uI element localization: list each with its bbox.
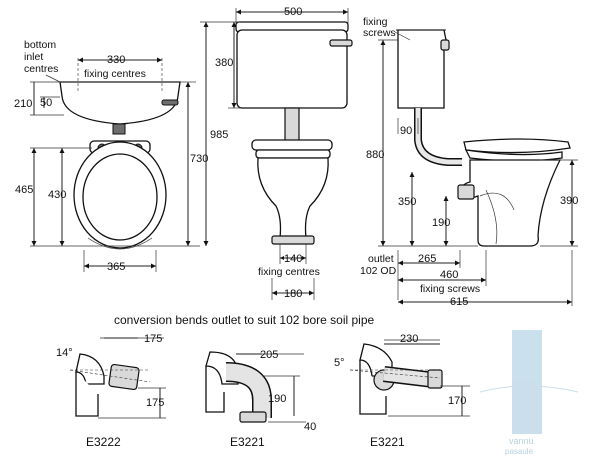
- dim-500: 500: [284, 6, 302, 18]
- fixing-screws-top-1: fixing: [363, 16, 388, 28]
- dim-90: 90: [400, 125, 412, 137]
- center-lever: [329, 39, 353, 47]
- outlet-label-2: 102 OD: [360, 265, 397, 277]
- dim-140: 140: [284, 253, 302, 265]
- bend-e3221-a: 205 190 40 E3221: [205, 349, 316, 449]
- dim-365: 365: [107, 261, 125, 273]
- bend-e3222: 14° 175 175 E3222: [56, 333, 166, 449]
- front-flush-pipe: [112, 123, 126, 135]
- bend2-code: E3221: [230, 435, 265, 449]
- dim-190-side: 190: [432, 217, 450, 229]
- side-cistern: [397, 29, 447, 109]
- dim-615: 615: [450, 296, 468, 308]
- front-lever: [161, 99, 179, 106]
- dim-730: 730: [190, 153, 208, 165]
- dim-180: 180: [284, 288, 302, 300]
- center-flush-pipe: [284, 107, 300, 145]
- dim-210: 210: [14, 98, 32, 110]
- bend1-code: E3222: [86, 435, 121, 449]
- bend1-fitting: [108, 363, 140, 391]
- bend-e3221-b: 5° 230 170 E3221: [334, 333, 470, 449]
- bend2-205: 205: [260, 349, 278, 361]
- dim-380: 380: [215, 57, 233, 69]
- dim-350: 350: [398, 196, 416, 208]
- bottom-inlet-label-3: centres: [24, 63, 58, 75]
- center-fixing-centres: fixing centres: [258, 266, 320, 278]
- bend1-angle: 14°: [56, 347, 73, 359]
- dim-50: 50: [40, 97, 52, 109]
- watermark-line-2: pasaule: [505, 447, 534, 456]
- dim-390: 390: [560, 195, 578, 207]
- fixing-centres-label: fixing centres: [84, 68, 146, 80]
- front-view: bottom inlet centres 330 fixing centres …: [14, 39, 208, 273]
- bend3-fitting: [383, 367, 435, 387]
- watermark-line-1: vannu: [509, 436, 534, 446]
- bottom-inlet-label-1: bottom: [24, 39, 56, 51]
- outlet-label-1: outlet: [368, 253, 394, 265]
- side-outlet: [457, 184, 475, 200]
- bend2-fitting: [225, 363, 271, 418]
- pan-front-view: 500 985 380 140 fixing centres 180: [200, 6, 353, 300]
- dim-330: 330: [107, 54, 125, 66]
- center-pedestal: [257, 157, 329, 239]
- fixing-screws-top-2: screws: [363, 27, 396, 39]
- dim-880: 880: [366, 149, 384, 161]
- side-view: fixing screws 880 90 350 190 390 outlet …: [360, 16, 578, 308]
- bend2-190: 190: [268, 393, 286, 405]
- bends-title: conversion bends outlet to suit 102 bore…: [114, 313, 374, 327]
- bend3-170: 170: [448, 395, 466, 407]
- bend3-angle: 5°: [334, 357, 345, 369]
- watermark: vannu pasaule: [479, 330, 579, 456]
- bend1-175a: 175: [144, 333, 162, 345]
- dim-985: 985: [210, 129, 228, 141]
- bend1-175b: 175: [146, 397, 164, 409]
- dim-430: 430: [48, 189, 66, 201]
- dim-460: 460: [440, 269, 458, 281]
- dim-265: 265: [418, 253, 436, 265]
- bend2-40: 40: [304, 421, 316, 433]
- fixing-screws-bottom: fixing screws: [420, 283, 480, 295]
- bend3-230: 230: [400, 333, 418, 345]
- side-seat: [463, 138, 571, 154]
- bend3-code: E3221: [370, 435, 405, 449]
- bottom-inlet-label-2: inlet: [24, 51, 43, 63]
- dim-465: 465: [15, 184, 33, 196]
